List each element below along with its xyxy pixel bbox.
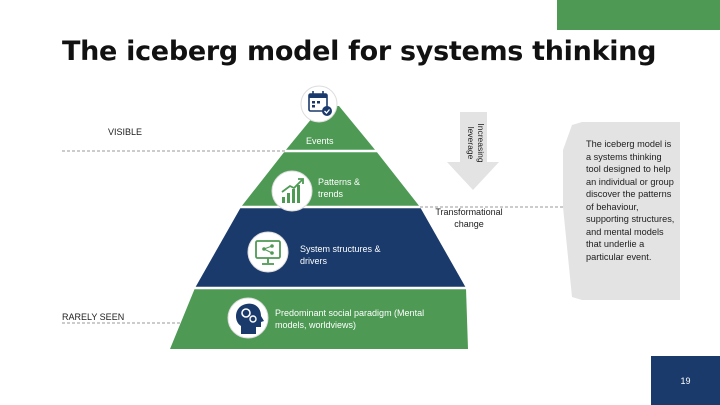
slide-title: The iceberg model for systems thinking: [62, 36, 657, 67]
layer-events-label: Events: [306, 136, 334, 146]
calendar-check-icon: [300, 85, 338, 123]
layer-systems-label: System structures & drivers: [300, 244, 381, 266]
visible-label: VISIBLE: [108, 127, 143, 137]
description-callout: [563, 122, 680, 300]
increasing-leverage-label: Increasing leverage: [466, 123, 486, 163]
layer-events: [285, 106, 376, 151]
top-accent-bar: [557, 0, 720, 30]
description-text: The iceberg model is a systems thinking …: [586, 139, 675, 262]
footer-box: [651, 356, 720, 405]
trend-chart-icon: [271, 170, 313, 212]
leverage-arrow: [447, 112, 499, 190]
transformational-change-label: Transformational change: [435, 207, 503, 229]
layer-patterns-label: Patterns & trends: [318, 177, 361, 199]
page-number: 19: [680, 376, 691, 386]
rarely-seen-label: RARELY SEEN: [62, 312, 125, 322]
head-gears-icon: [227, 297, 269, 339]
layer-paradigm-label: Predominant social paradigm (Mental mode…: [275, 308, 425, 330]
monitor-network-icon: [247, 231, 289, 273]
